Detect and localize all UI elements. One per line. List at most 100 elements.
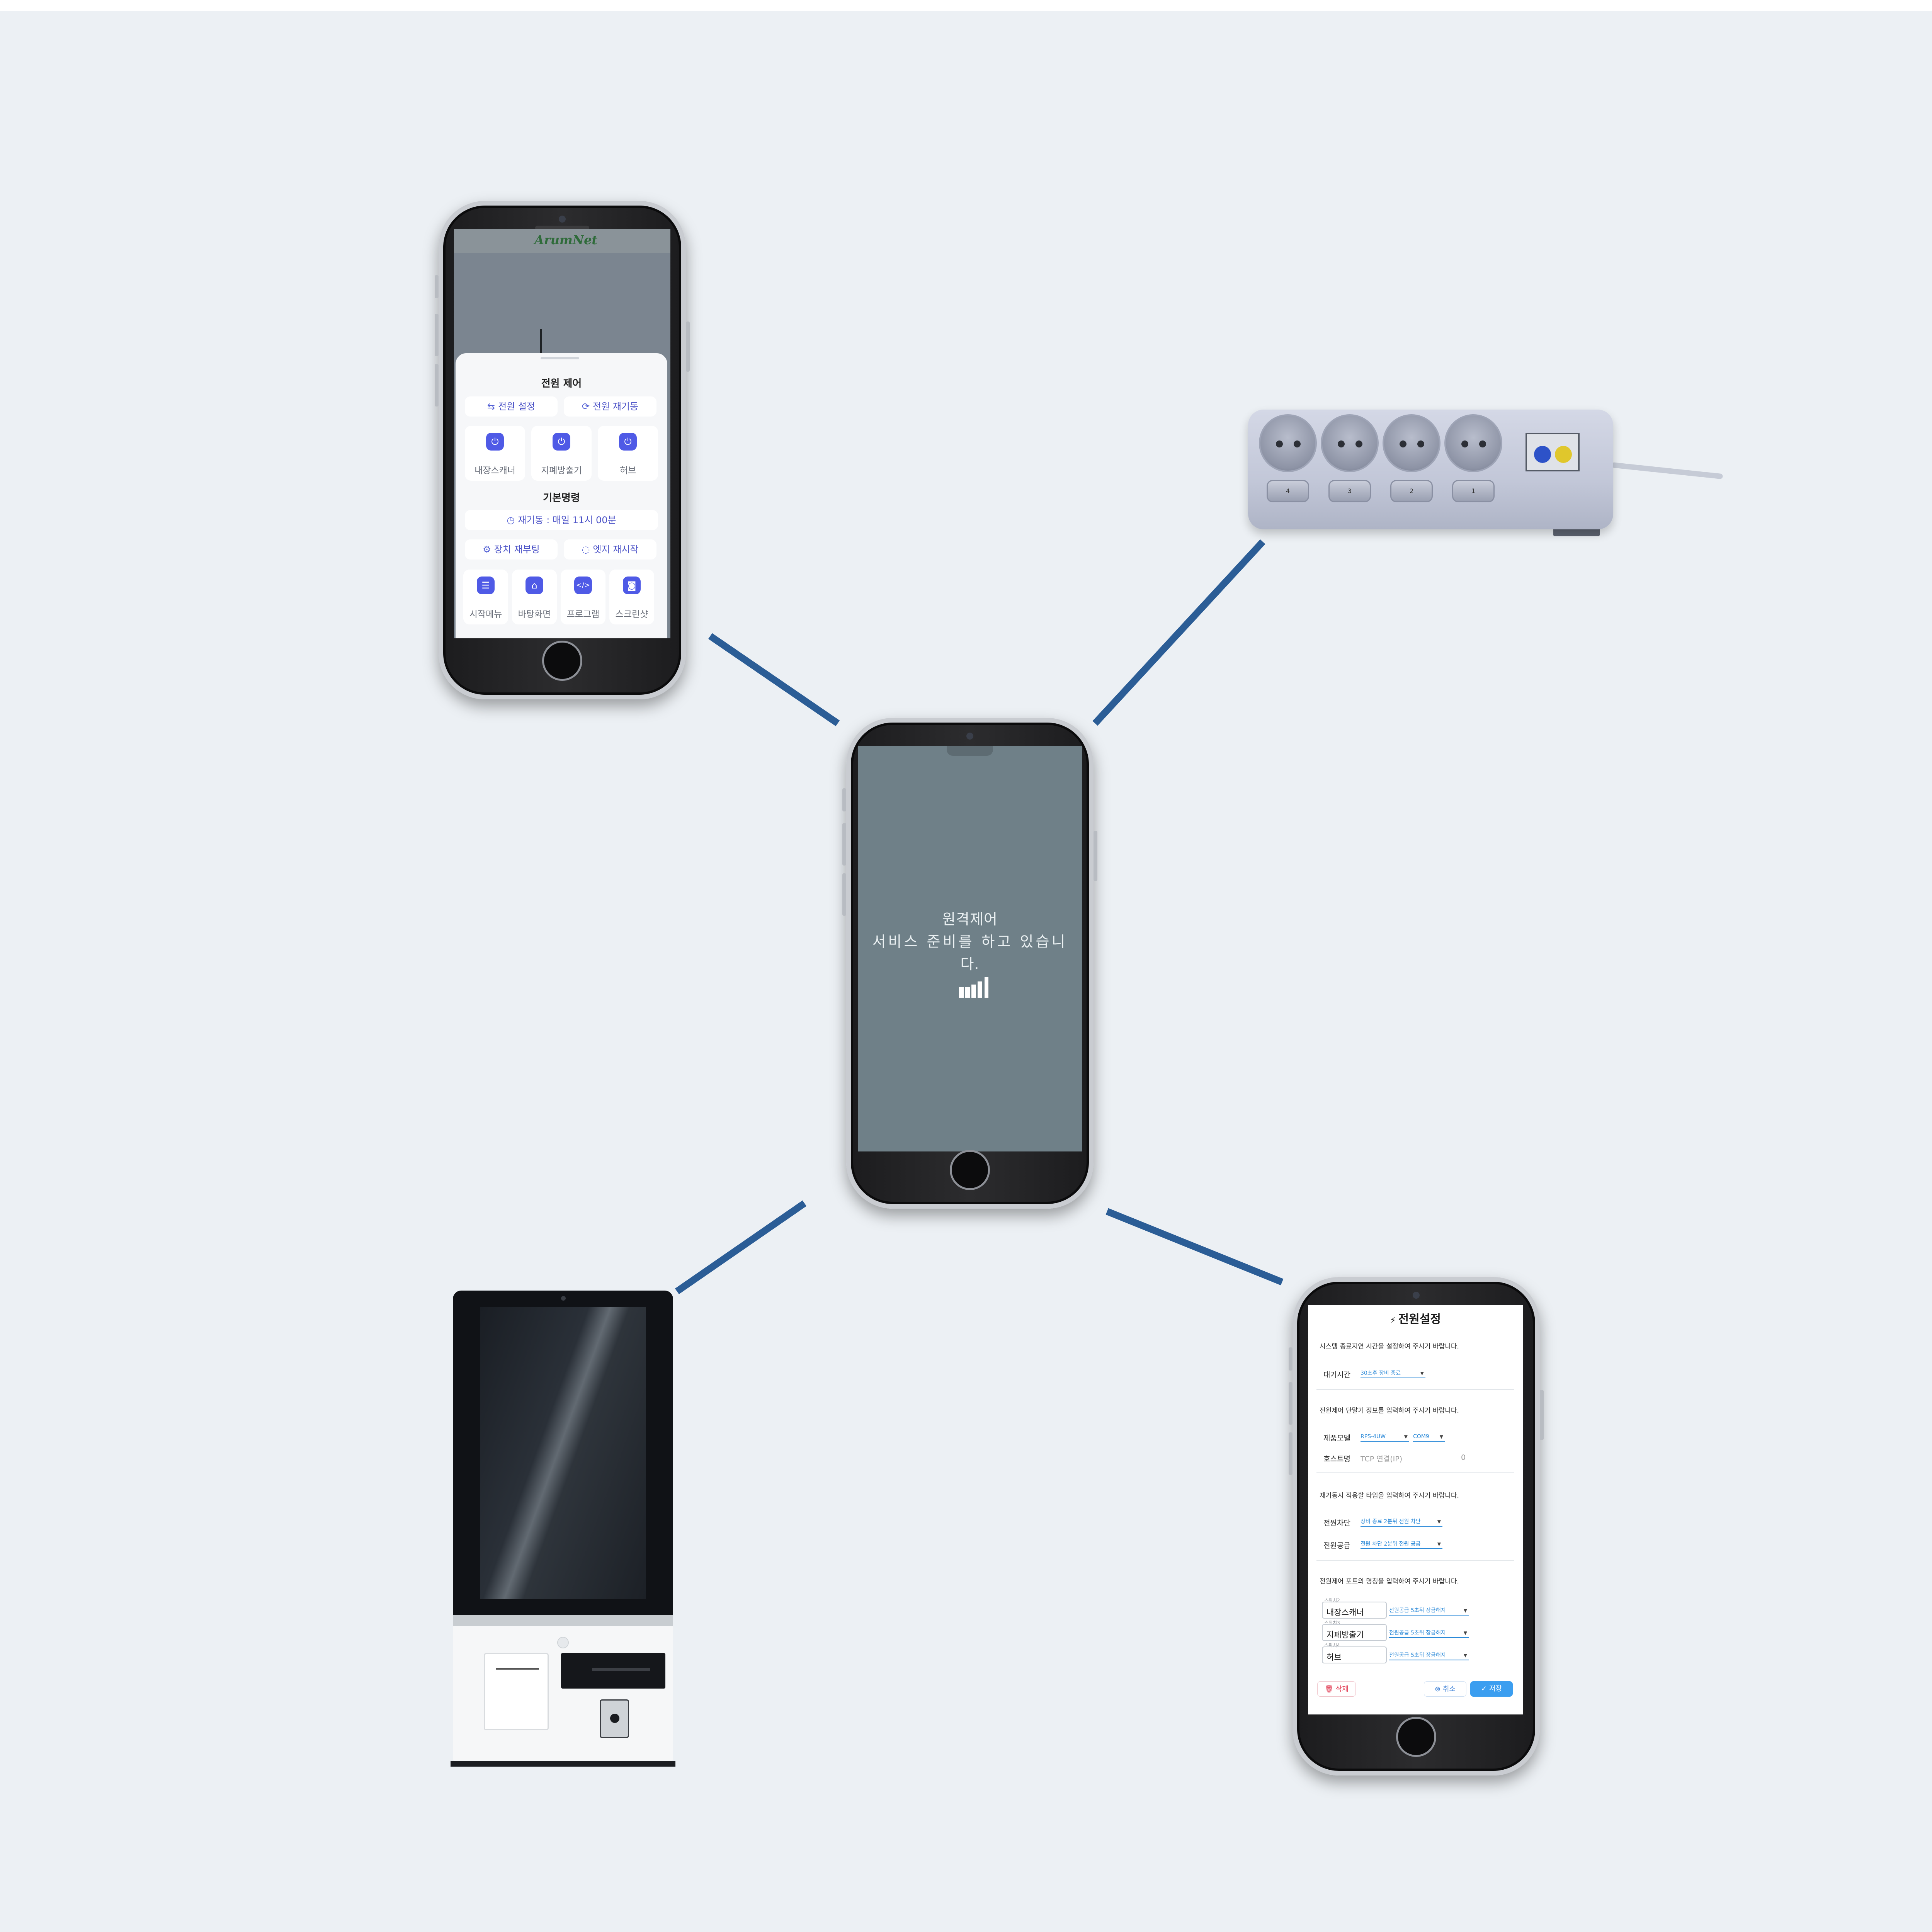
wait-time-select[interactable]: 30초후 장비 종료▼ — [1361, 1369, 1425, 1378]
phone-power-control: ArumNet 전원 제어 ⇆전원 설정 ⟳전원 재기동 ⏻ 내장스캐너 ⏻ 지… — [435, 201, 690, 699]
outlet-switch[interactable]: 1 — [1452, 480, 1495, 502]
switch-option-select[interactable]: 전원공급 5초뒤 장금해지▼ — [1389, 1629, 1469, 1638]
phone-remote-control-loading: 원격제어 서비스 준비를 하고 있습니 다. — [842, 718, 1097, 1209]
spinner-icon: ◌ — [582, 544, 590, 555]
status-led-yellow — [1555, 446, 1572, 463]
section-shutdown-desc: 시스템 종료지연 시간을 설정하여 주시기 바랍니다. — [1320, 1343, 1459, 1350]
delete-button[interactable]: 🗑 삭제 — [1317, 1681, 1356, 1697]
kiosk-terminal — [451, 1291, 675, 1772]
kiosk-base — [451, 1761, 675, 1767]
product-model-value: RPS-4UW — [1361, 1434, 1386, 1440]
command-tile-desktop[interactable]: ⌂ 바탕화면 — [512, 570, 557, 624]
home-button[interactable] — [542, 641, 582, 681]
switch-option-value: 전원공급 5초뒤 장금해지 — [1389, 1607, 1446, 1614]
command-tile-program[interactable]: </> 프로그램 — [561, 570, 605, 624]
section-port-names-desc: 전원제어 포트의 명칭을 입력하여 주시기 바랍니다. — [1320, 1578, 1459, 1585]
front-camera — [1413, 1292, 1420, 1299]
restart-schedule-label: 재기동 : 매일 11시 00분 — [518, 515, 616, 526]
switch-name-input[interactable]: 허브 — [1322, 1646, 1387, 1663]
sheet-handle[interactable] — [541, 357, 579, 359]
status-led-blue — [1534, 446, 1551, 463]
home-button[interactable] — [950, 1150, 990, 1190]
power-control-title: 전원 제어 — [541, 378, 582, 389]
power-restart-button[interactable]: ⟳전원 재기동 — [564, 396, 656, 417]
divider — [1316, 1389, 1514, 1390]
clock-icon: ◷ — [507, 515, 515, 526]
power-settings-title-text: 전원설정 — [1398, 1313, 1441, 1326]
switch-option-select[interactable]: 전원공급 5초뒤 장금해지 ▼ — [1389, 1606, 1469, 1616]
edge-restart-button[interactable]: ◌엣지 재시작 — [564, 539, 656, 560]
switch-option-select[interactable]: 전원공급 5초뒤 장금해지▼ — [1389, 1651, 1469, 1660]
cancel-circle-icon: ⊗ — [1435, 1685, 1441, 1693]
scanner-lens — [610, 1714, 619, 1723]
port-select[interactable]: COM9▼ — [1413, 1432, 1445, 1442]
arumnet-logo: ArumNet — [534, 233, 598, 247]
outlet-socket — [1383, 414, 1440, 472]
switch-name-input[interactable]: 지폐방출기 — [1322, 1624, 1387, 1641]
check-circle-icon: ✓ — [1481, 1685, 1487, 1693]
caret-down-icon: ▼ — [1404, 1434, 1408, 1439]
power-control-screen: ArumNet 전원 제어 ⇆전원 설정 ⟳전원 재기동 ⏻ 내장스캐너 ⏻ 지… — [454, 229, 670, 638]
connector-top-right — [1092, 539, 1265, 726]
cancel-button[interactable]: ⊗ 취소 — [1424, 1681, 1466, 1697]
connector-bottom-right — [1105, 1208, 1284, 1286]
front-camera — [559, 216, 566, 223]
power-settings-label: 전원 설정 — [498, 401, 536, 412]
hostname-label: 호스트명 — [1323, 1455, 1350, 1463]
power-cut-select[interactable]: 장비 종료 2분뒤 전원 차단▼ — [1361, 1517, 1442, 1527]
kiosk-dial — [557, 1637, 569, 1648]
screen-notch — [947, 746, 993, 756]
section-restart-desc: 재기동시 적용할 타임을 입력하여 주시기 바랍니다. — [1320, 1492, 1459, 1500]
power-settings-button[interactable]: ⇆전원 설정 — [465, 396, 558, 417]
trash-icon: 🗑 — [1325, 1685, 1333, 1693]
home-icon: ⌂ — [526, 577, 543, 594]
power-supply-select[interactable]: 전원 차단 2분뒤 전원 공급▼ — [1361, 1540, 1442, 1549]
caret-down-icon: ▼ — [1463, 1653, 1467, 1658]
power-strip: 4 3 2 1 — [1248, 410, 1723, 537]
outlet-switch[interactable]: 2 — [1390, 480, 1433, 502]
caret-down-icon: ▼ — [1437, 1519, 1441, 1524]
device-tile-hub[interactable]: ⏻ 허브 — [598, 426, 658, 481]
restart-schedule-button[interactable]: ◷재기동 : 매일 11시 00분 — [465, 510, 658, 530]
power-icon: ⏻ — [553, 433, 570, 451]
plug-icon: ⚡ — [1390, 1316, 1396, 1325]
card-slot — [592, 1668, 650, 1671]
save-button[interactable]: ✓ 저장 — [1470, 1681, 1513, 1697]
loading-screen: 원격제어 서비스 준비를 하고 있습니 다. — [858, 746, 1082, 1151]
command-tile-start-menu[interactable]: ☰ 시작메뉴 — [463, 570, 508, 624]
hostname-input[interactable]: TCP 연결(IP) — [1361, 1455, 1403, 1463]
section-terminal-desc: 전원제어 단말기 정보를 입력하여 주시기 바랍니다. — [1320, 1407, 1459, 1415]
outlet-switch[interactable]: 3 — [1328, 480, 1371, 502]
hostname-char-count: 0 — [1461, 1453, 1466, 1462]
switch-name-input[interactable]: 내장스캐너 — [1322, 1602, 1387, 1619]
divider — [1316, 1472, 1514, 1473]
gear-icon: ⚙ — [483, 544, 491, 555]
receipt-printer — [484, 1653, 549, 1730]
caret-down-icon: ▼ — [1463, 1608, 1467, 1613]
product-model-select[interactable]: RPS-4UW ▼ — [1361, 1432, 1409, 1442]
power-settings-screen: ⚡전원설정 시스템 종료지연 시간을 설정하여 주시기 바랍니다. 대기시간 3… — [1308, 1305, 1523, 1714]
bottom-sheet: 전원 제어 ⇆전원 설정 ⟳전원 재기동 ⏻ 내장스캐너 ⏻ 지폐방출기 ⏻ 허… — [456, 353, 667, 638]
device-tile-scanner[interactable]: ⏻ 내장스캐너 — [465, 426, 525, 481]
barcode-scanner — [600, 1699, 629, 1738]
power-supply-label: 전원공급 — [1323, 1541, 1350, 1550]
caret-down-icon: ▼ — [1437, 1541, 1441, 1547]
status-panel — [1526, 433, 1580, 471]
outlet-socket — [1444, 414, 1502, 472]
save-label: 저장 — [1489, 1685, 1502, 1693]
app-header: ArumNet — [454, 229, 670, 253]
front-camera — [966, 733, 973, 740]
switch-option-value: 전원공급 5초뒤 장금해지 — [1389, 1630, 1446, 1636]
basic-commands-title: 기본명령 — [543, 492, 580, 504]
phone-power-settings: ⚡전원설정 시스템 종료지연 시간을 설정하여 주시기 바랍니다. 대기시간 3… — [1289, 1277, 1544, 1776]
camera-icon: ◙ — [623, 577, 641, 594]
switch-name-value: 허브 — [1327, 1653, 1342, 1662]
command-tile-screenshot[interactable]: ◙ 스크린샷 — [609, 570, 654, 624]
kiosk-bezel — [453, 1615, 673, 1626]
kiosk-screen — [480, 1307, 646, 1599]
device-tile-bill-dispenser[interactable]: ⏻ 지폐방출기 — [531, 426, 592, 481]
home-button[interactable] — [1396, 1717, 1436, 1757]
outlet-switch[interactable]: 4 — [1267, 480, 1309, 502]
command-label: 바탕화면 — [518, 609, 551, 619]
device-reboot-button[interactable]: ⚙장치 재부팅 — [465, 539, 558, 560]
